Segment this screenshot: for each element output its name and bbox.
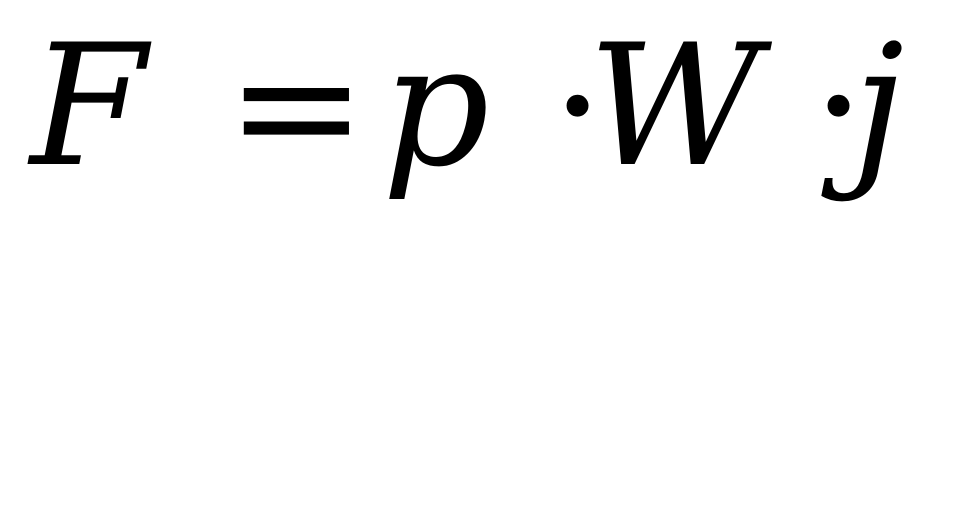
variable-j: j bbox=[852, 8, 905, 204]
multiplication-dot: · bbox=[551, 8, 605, 204]
multiplication-dot: · bbox=[812, 8, 866, 204]
variable-p: p bbox=[382, 8, 490, 204]
variable-f: F bbox=[30, 8, 147, 204]
variable-w: W bbox=[588, 8, 761, 204]
equals-sign: = bbox=[226, 8, 367, 204]
